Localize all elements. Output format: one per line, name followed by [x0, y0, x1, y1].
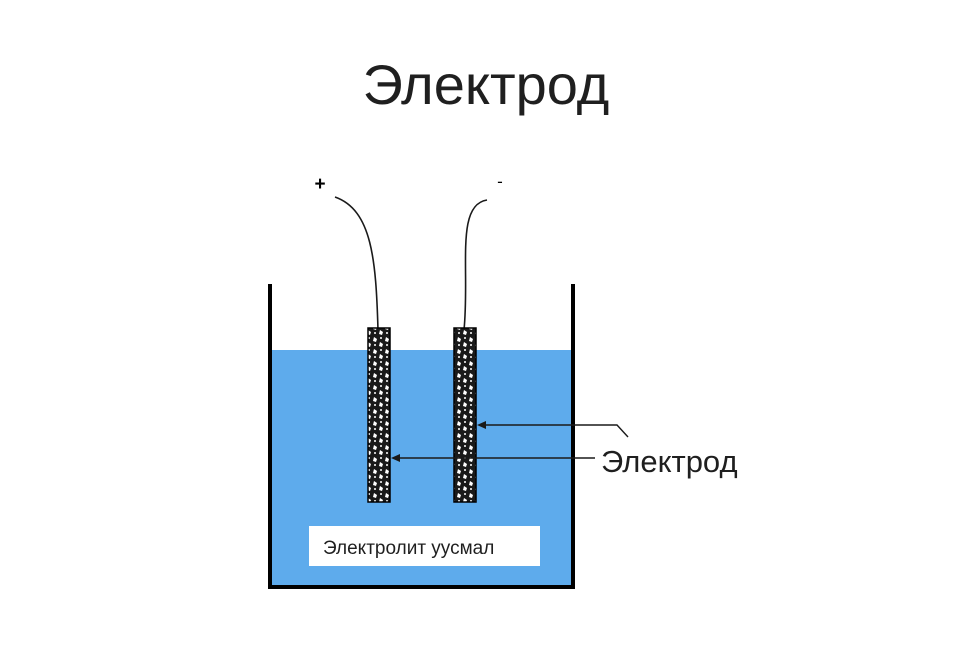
positive-terminal-sign: +	[314, 174, 325, 195]
positive-wire	[334, 196, 379, 331]
container-beaker	[268, 284, 575, 589]
electrolyte-label-box	[309, 526, 540, 566]
electrode-leader-arrowhead-lower	[391, 454, 400, 462]
electrolyte-label: Электролит уусмал	[323, 538, 494, 559]
positive-electrode	[367, 327, 391, 503]
electrode-leader-line-upper	[480, 424, 629, 438]
electrode-leader-arrowhead-upper	[477, 421, 486, 429]
negative-wire	[463, 199, 488, 331]
negative-electrode	[453, 327, 477, 503]
electrode-label: Электрод	[601, 444, 738, 479]
negative-terminal-sign: -	[497, 172, 503, 191]
slide-title: Электрод	[362, 53, 610, 116]
